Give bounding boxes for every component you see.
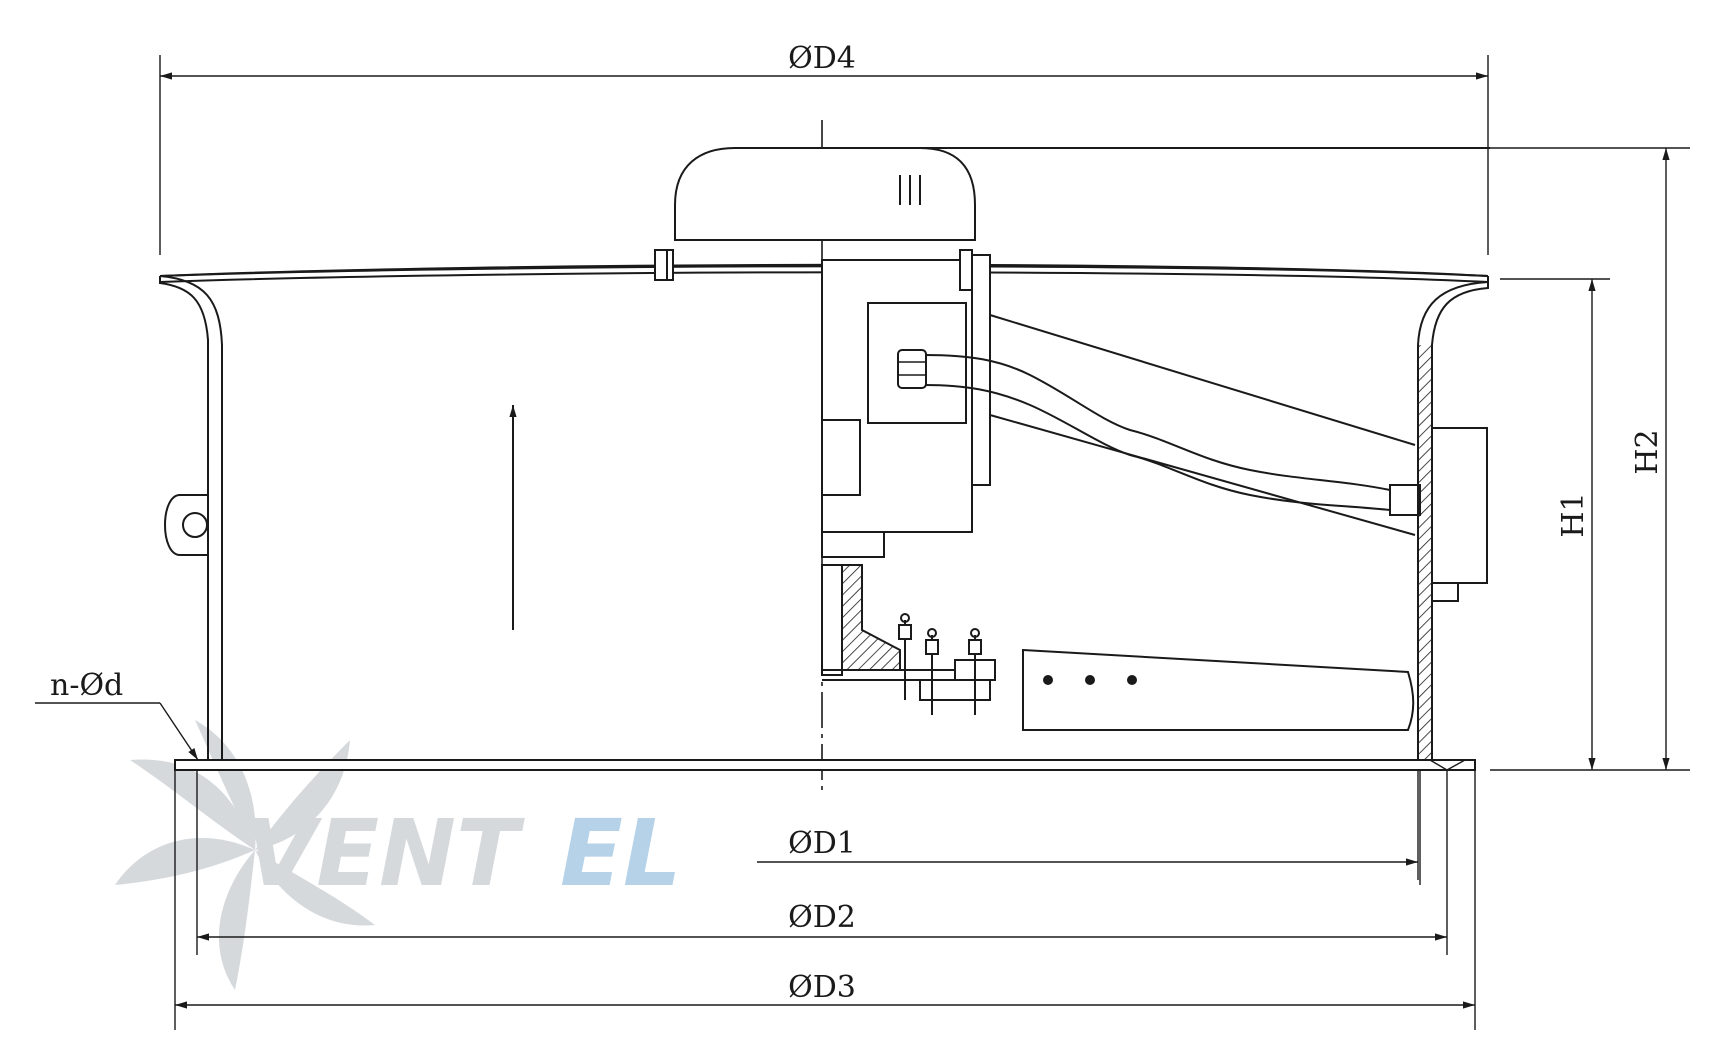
dimension-d3: ØD3 bbox=[175, 970, 1475, 1009]
bolts bbox=[898, 613, 982, 715]
dimension-d1: ØD1 bbox=[757, 770, 1419, 880]
watermark-text-el: EL bbox=[560, 800, 681, 907]
dimension-d2: ØD2 bbox=[197, 900, 1447, 941]
leader-holes: n-Ød bbox=[35, 668, 199, 761]
fan-housing-left bbox=[159, 275, 223, 760]
support-strut bbox=[897, 314, 1421, 536]
watermark-text-vent: VENT bbox=[245, 800, 525, 907]
dimension-h1: H1 bbox=[1490, 278, 1690, 771]
label-d4: ØD4 bbox=[788, 41, 856, 76]
fan-housing-right bbox=[1417, 281, 1489, 760]
label-d1: ØD1 bbox=[788, 826, 856, 861]
dimension-h2: H2 bbox=[1490, 147, 1690, 770]
label-h2: H2 bbox=[1630, 429, 1665, 474]
motor bbox=[654, 147, 1490, 558]
label-d3: ØD3 bbox=[788, 970, 856, 1005]
impeller-hub bbox=[821, 564, 1415, 731]
label-h1: H1 bbox=[1556, 492, 1591, 537]
label-d2: ØD2 bbox=[788, 900, 856, 935]
watermark-logo: VENT EL bbox=[115, 720, 681, 990]
dimension-d4: ØD4 bbox=[159, 41, 1489, 255]
base-flange bbox=[174, 759, 1476, 1030]
label-holes: n-Ød bbox=[50, 668, 123, 703]
